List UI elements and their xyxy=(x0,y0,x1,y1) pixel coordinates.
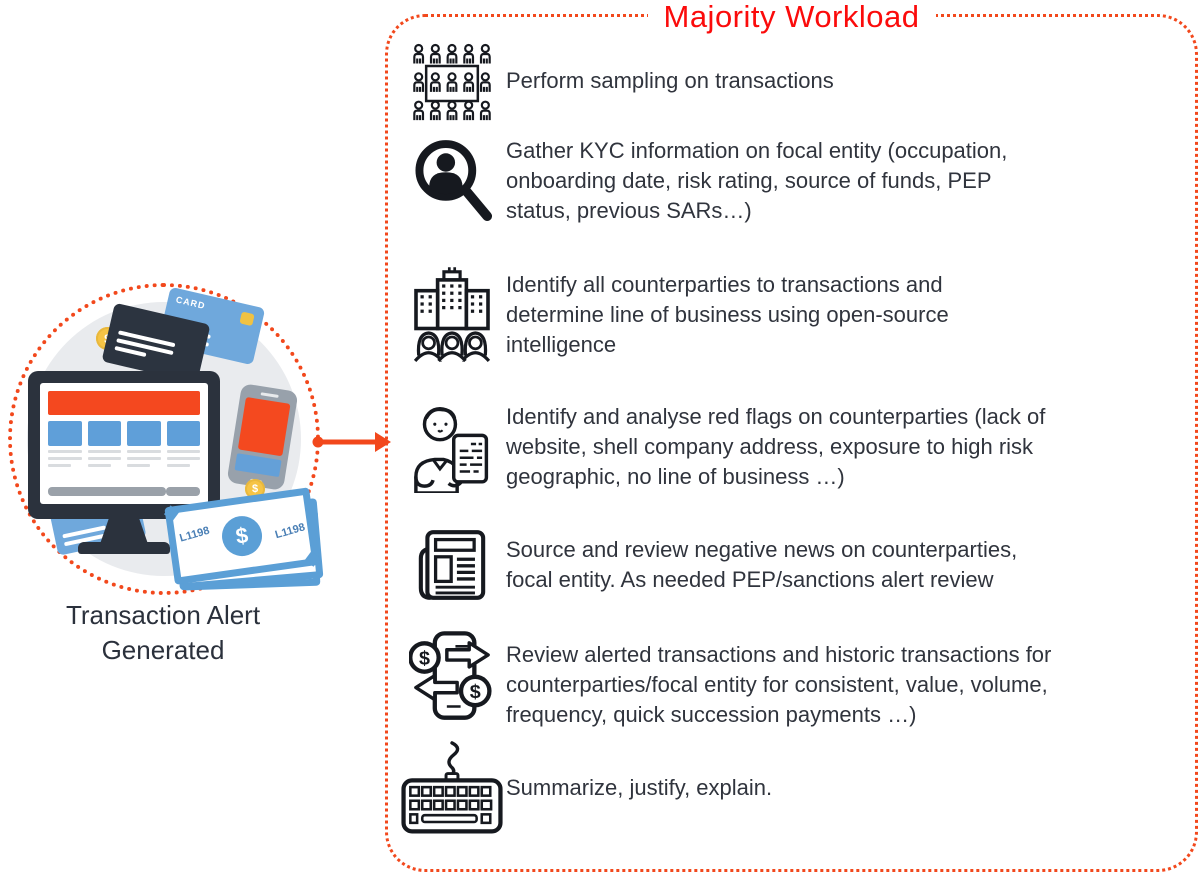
monitor-stand xyxy=(100,519,148,544)
webpage-header-bar xyxy=(48,391,200,415)
transaction-alert-illustration: $ $ CARD xyxy=(8,283,324,598)
monitor-graphic xyxy=(28,371,220,519)
workload-item: Perform sampling on transactions xyxy=(398,41,1183,121)
workload-item-text: Identify and analyse red flags on counte… xyxy=(506,404,1046,489)
bill-dollar-circle: $ xyxy=(219,513,265,559)
workload-item-text: Source and review negative news on count… xyxy=(506,537,1018,592)
workload-panel: Majority Workload Perform sampling on tr… xyxy=(385,0,1198,872)
workload-item-text: Gather KYC information on focal entity (… xyxy=(506,138,1008,223)
svg-text:$: $ xyxy=(419,647,430,669)
monitor-stand-base xyxy=(78,542,170,554)
transaction-alert-caption: Transaction Alert Generated xyxy=(65,600,261,665)
svg-text:$: $ xyxy=(470,681,481,703)
workload-item-text: Identify all counterparties to transacti… xyxy=(506,272,949,357)
flow-arrow-icon xyxy=(312,432,391,452)
summarize-keyboard-icon xyxy=(398,741,506,835)
workload-item: Source and review negative news on count… xyxy=(398,523,1183,607)
workload-item-text: Perform sampling on transactions xyxy=(506,68,834,93)
workload-item: Summarize, justify, explain. xyxy=(398,741,1183,835)
card-chip xyxy=(239,311,255,327)
counterparties-building-icon xyxy=(398,265,506,365)
kyc-magnifier-person-icon xyxy=(398,133,506,229)
negative-news-newspaper-icon xyxy=(398,523,506,607)
workload-title: Majority Workload xyxy=(647,0,936,39)
workload-item-text: Summarize, justify, explain. xyxy=(506,775,773,800)
card-label: CARD xyxy=(174,294,207,311)
transactions-review-icon: $ $ xyxy=(398,629,506,741)
workload-item-text: Review alerted transactions and historic… xyxy=(506,642,1052,727)
workload-item: Identify all counterparties to transacti… xyxy=(398,265,1183,365)
workload-item: Identify and analyse red flags on counte… xyxy=(398,401,1183,493)
workload-item: $ $ Review alerted transactions and hist… xyxy=(398,629,1183,741)
bill-denomination: L1198 xyxy=(274,521,307,542)
red-flags-analyst-icon xyxy=(398,401,506,493)
sampling-people-icon xyxy=(398,41,506,121)
bill-denomination: L1198 xyxy=(178,524,212,545)
banknote-graphic: L1198 $ L1198 xyxy=(163,487,324,598)
workload-item: Gather KYC information on focal entity (… xyxy=(398,133,1183,229)
monitor-screen xyxy=(40,383,208,504)
